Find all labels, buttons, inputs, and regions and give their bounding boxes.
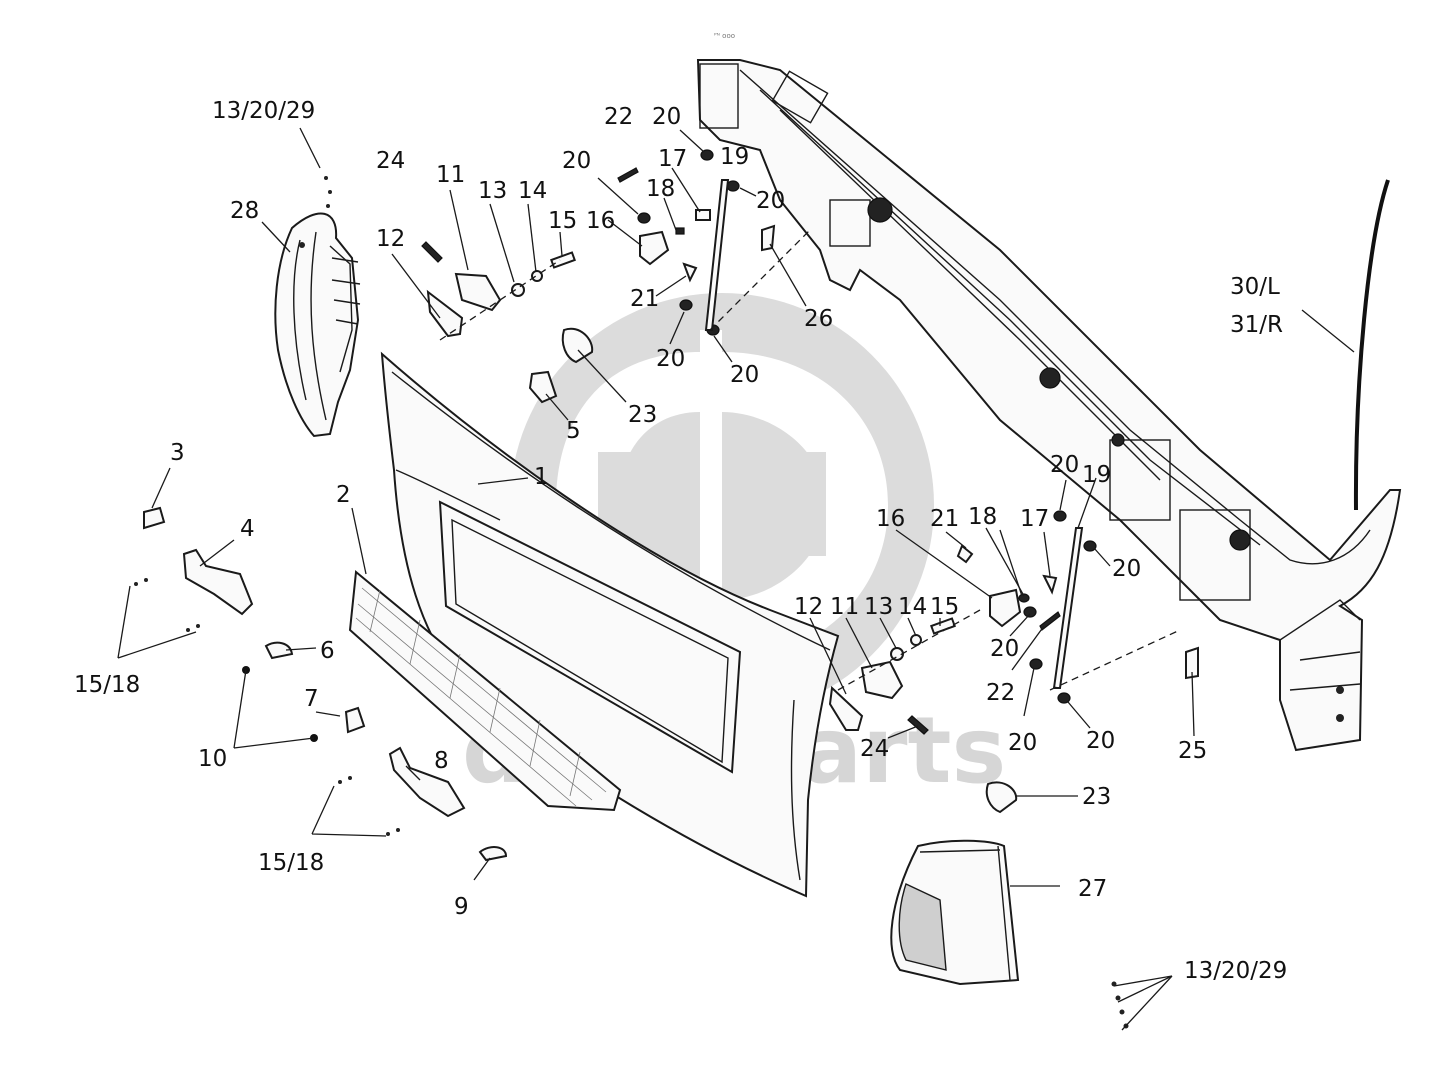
- fastener-group-bottom-right: [1111, 981, 1129, 1029]
- callout-19-bottom: 19: [1082, 462, 1111, 488]
- part-30-31-cab-frame: [696, 59, 1402, 752]
- callout-15-top: 15: [548, 208, 577, 234]
- callout-2: 2: [336, 482, 351, 508]
- callout-17-bottom: 17: [1020, 506, 1049, 532]
- callout-8: 8: [434, 748, 449, 774]
- callout-20-a: 20: [652, 104, 681, 130]
- callout-15-18-top: 15/18: [74, 672, 140, 698]
- callout-24-bottom: 24: [860, 736, 889, 762]
- callout-7: 7: [304, 686, 319, 712]
- callout-20-d: 20: [656, 346, 685, 372]
- part-1-front-panel: [380, 351, 840, 898]
- callout-25: 25: [1178, 738, 1207, 764]
- callout-20-i: 20: [1008, 730, 1037, 756]
- callout-21-top: 21: [630, 286, 659, 312]
- callout-18-top: 18: [646, 176, 675, 202]
- callout-20-h: 20: [990, 636, 1019, 662]
- callout-13-bottom: 13: [864, 594, 893, 620]
- part-27-corner-cover: [890, 839, 1020, 986]
- part-28-left-side-panel: [274, 212, 361, 438]
- callout-13-top: 13: [478, 178, 507, 204]
- callout-5: 5: [566, 418, 581, 444]
- callout-23-top: 23: [628, 402, 657, 428]
- callout-13-20-29-bottom: 13/20/29: [1184, 958, 1287, 984]
- callout-31-r: 31/R: [1230, 312, 1283, 338]
- callout-18-bottom: 18: [968, 504, 997, 530]
- callout-9: 9: [454, 894, 469, 920]
- hinge-assembly-upper: [421, 149, 811, 404]
- callout-4: 4: [240, 516, 255, 542]
- callout-27: 27: [1078, 876, 1107, 902]
- callout-labels: 13/20/29 28 24 11 13 14 15 12 22 20 20 1…: [74, 98, 1287, 984]
- callout-22-top: 22: [604, 104, 633, 130]
- callout-11-top: 11: [436, 162, 465, 188]
- callout-30-l: 30/L: [1230, 274, 1280, 300]
- callout-26: 26: [804, 306, 833, 332]
- callout-13-20-29-top: 13/20/29: [212, 98, 315, 124]
- leader-lines: [117, 127, 1355, 1031]
- callout-20-f: 20: [1050, 452, 1079, 478]
- callout-10: 10: [198, 746, 227, 772]
- callout-21-bottom: 21: [930, 506, 959, 532]
- callout-1: 1: [534, 464, 549, 490]
- part-2-grille-strip: [348, 570, 622, 812]
- callout-20-c: 20: [756, 188, 785, 214]
- callout-20-e: 20: [730, 362, 759, 388]
- callout-14-top: 14: [518, 178, 547, 204]
- callout-28: 28: [230, 198, 259, 224]
- callout-15-bottom: 15: [930, 594, 959, 620]
- callout-16-bottom: 16: [876, 506, 905, 532]
- callout-12-top: 12: [376, 226, 405, 252]
- hinge-assembly-lower: [828, 510, 1199, 814]
- callout-15-18-bottom: 15/18: [258, 850, 324, 876]
- callout-14-bottom: 14: [898, 594, 927, 620]
- callout-6: 6: [320, 638, 335, 664]
- callout-20-b: 20: [562, 148, 591, 174]
- callout-22-bottom: 22: [986, 680, 1015, 706]
- header-mark: ᴾᴺ ooo: [714, 32, 735, 40]
- callout-16-top: 16: [586, 208, 615, 234]
- callout-24-top: 24: [376, 148, 405, 174]
- callout-12-bottom: 12: [794, 594, 823, 620]
- callout-19-top: 19: [720, 144, 749, 170]
- callout-23-bottom: 23: [1082, 784, 1111, 810]
- callout-11-bottom: 11: [830, 594, 859, 620]
- callout-17-top: 17: [658, 146, 687, 172]
- callout-20-j: 20: [1086, 728, 1115, 754]
- callout-3: 3: [170, 440, 185, 466]
- callout-20-g: 20: [1112, 556, 1141, 582]
